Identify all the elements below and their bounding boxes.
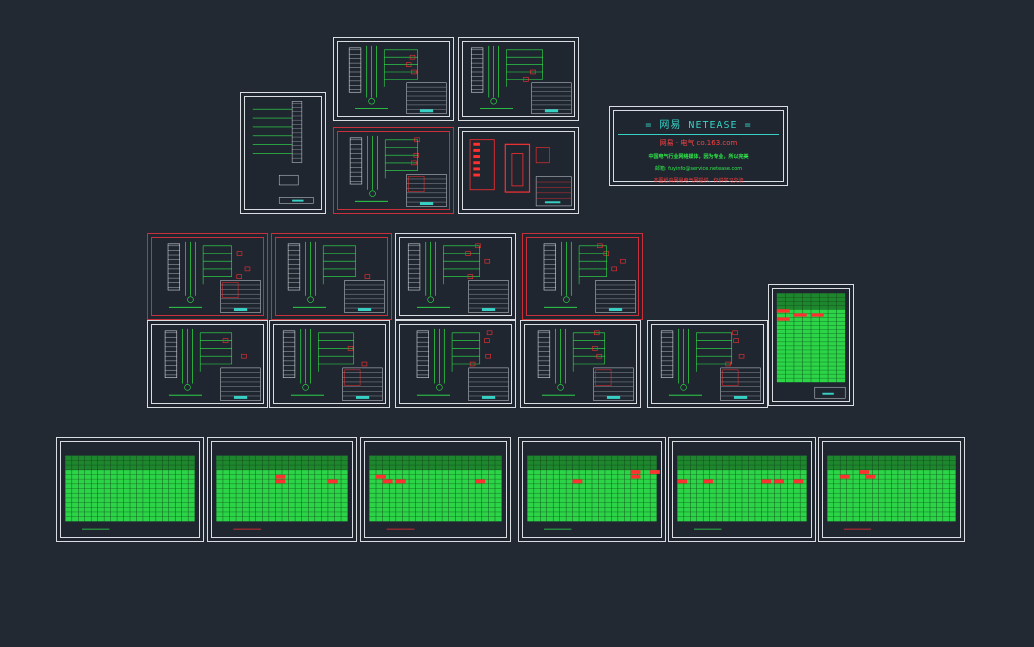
sheet-drawing [252, 101, 314, 204]
info-box-notice: 本图纸由网易电气网提供，仅供学习交流 [653, 178, 744, 184]
info-box-title: = 网易 NETEASE = [645, 120, 752, 131]
sheet-inner-frame [772, 288, 850, 402]
drawing-sheet-table[interactable] [668, 437, 816, 542]
info-box-email: 邮箱: fuyinfo@service.netease.com [654, 166, 743, 172]
sheet-inner-frame [822, 441, 961, 538]
sheet-drawing [527, 455, 660, 530]
sheet-inner-frame [399, 237, 512, 316]
sheet-inner-frame [399, 324, 512, 404]
sheet-drawing [65, 455, 195, 530]
drawing-sheet-schematic[interactable] [522, 233, 643, 320]
sheet-drawing [470, 45, 572, 115]
drawing-sheet-schematic[interactable] [269, 320, 390, 408]
sheet-inner-frame [275, 237, 388, 316]
drawing-sheet-schematic[interactable] [271, 233, 392, 320]
sheet-drawing [369, 455, 502, 530]
drawing-sheet-schematic[interactable] [520, 320, 641, 408]
sheet-inner-frame [337, 41, 450, 117]
sheet-inner-frame [273, 324, 386, 404]
sheet-drawing [167, 241, 261, 313]
sheet-inner-frame [337, 131, 450, 210]
info-box-subtitle: 网易 · 电气 co.163.com [659, 139, 738, 147]
sheet-inner-frame [522, 441, 662, 538]
sheet-inner-frame [60, 441, 200, 538]
sheet-inner-frame [462, 41, 575, 117]
drawing-sheet-schematic[interactable] [458, 127, 579, 214]
sheet-drawing [776, 293, 846, 399]
drawing-sheet-schematic[interactable] [147, 233, 268, 320]
sheet-drawing [287, 241, 385, 313]
sheet-inner-frame [672, 441, 812, 538]
drawing-sheet-schematic[interactable] [240, 92, 326, 214]
drawing-sheet-schematic[interactable] [147, 320, 268, 408]
sheet-inner-frame [526, 237, 639, 316]
drawing-sheet-schematic[interactable] [395, 320, 516, 408]
sheet-drawing [469, 139, 572, 207]
sheet-drawing [164, 328, 261, 401]
sheet-drawing [349, 135, 447, 207]
drawing-sheet-table[interactable] [207, 437, 357, 542]
sheet-inner-frame [364, 441, 507, 538]
sheet-drawing [282, 328, 383, 401]
sheet-inner-frame [524, 324, 637, 404]
sheet-inner-frame [651, 324, 764, 404]
drawing-sheet-table[interactable] [56, 437, 204, 542]
sheet-inner-frame [244, 96, 322, 210]
drawing-sheet-schematic[interactable] [458, 37, 579, 121]
sheet-drawing [660, 328, 761, 401]
drawing-sheet-schematic[interactable] [395, 233, 516, 320]
sheet-drawing [537, 328, 634, 401]
info-box-separator [618, 134, 779, 135]
sheet-drawing [216, 455, 348, 530]
sheet-drawing [827, 455, 956, 530]
drawing-sheet-table[interactable] [768, 284, 854, 406]
drawing-sheet-schematic[interactable] [647, 320, 768, 408]
sheet-drawing [348, 45, 447, 115]
netease-info-box[interactable]: = 网易 NETEASE = 网易 · 电气 co.163.com 中国电气行业… [609, 106, 788, 186]
info-box-slogan: 中国电气行业网络媒体，因为专业，所以完美 [648, 154, 749, 160]
sheet-inner-frame [151, 237, 264, 316]
sheet-drawing [407, 241, 509, 313]
drawing-sheet-table[interactable] [818, 437, 965, 542]
sheet-drawing [416, 328, 509, 401]
info-box-inner-frame: = 网易 NETEASE = 网易 · 电气 co.163.com 中国电气行业… [613, 110, 784, 184]
sheet-inner-frame [462, 131, 575, 210]
drawing-sheet-schematic[interactable] [333, 127, 454, 214]
drawing-sheet-table[interactable] [360, 437, 511, 542]
sheet-inner-frame [151, 324, 264, 404]
sheet-drawing [543, 241, 636, 313]
drawing-sheet-table[interactable] [518, 437, 666, 542]
sheet-inner-frame [211, 441, 353, 538]
sheet-drawing [677, 455, 807, 530]
drawing-sheet-schematic[interactable] [333, 37, 454, 121]
